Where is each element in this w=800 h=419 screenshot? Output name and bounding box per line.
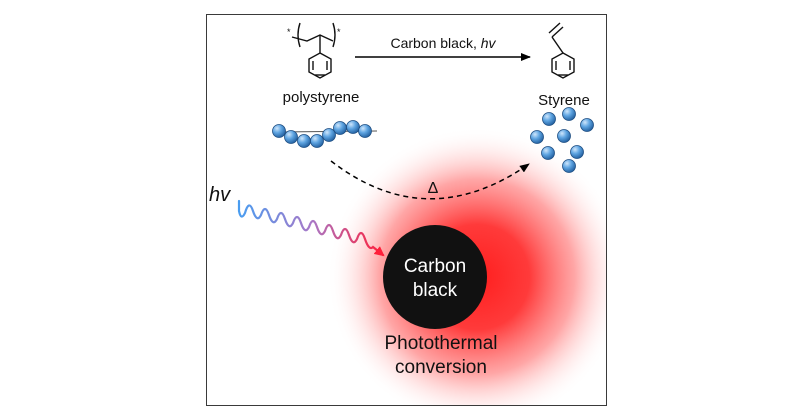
heat-symbol: Δ [428,180,439,197]
chain-bead [297,134,311,148]
monomer-bead [580,118,594,132]
monomer-bead [541,146,555,160]
carbon-black-label-line1: Carbon [404,256,466,277]
monomer-beads [530,107,594,173]
reaction-conditions: Carbon black, hv [390,35,496,51]
monomer-bead [557,129,571,143]
chain-bead [284,130,298,144]
chain-bead [358,124,372,138]
carbon-black-particle [383,225,487,329]
styrene-label: Styrene [538,92,590,109]
heat-arrow [330,160,530,200]
photothermal-label-line1: Photothermal [384,333,497,354]
chain-bead [333,121,347,135]
svg-text:*: * [287,27,291,37]
chain-bead [272,124,286,138]
polystyrene-label: polystyrene [283,89,360,106]
chain-bead [310,134,324,148]
chain-bead [322,128,336,142]
monomer-bead [570,145,584,159]
diagram-canvas: * * polystyrene Carbon black, hv [209,22,606,405]
light-wave [237,199,385,257]
styrene-structure [548,22,575,79]
light-label: hv [209,184,231,206]
photothermal-label-line2: conversion [395,357,487,378]
monomer-bead [562,159,576,173]
monomer-bead [542,112,556,126]
diagram-frame: * * polystyrene Carbon black, hv [206,14,607,406]
polystyrene-structure: * * [287,22,341,79]
monomer-bead [530,130,544,144]
monomer-bead [562,107,576,121]
polymer-chain [272,120,378,148]
chain-bead [346,120,360,134]
svg-text:*: * [337,27,341,37]
carbon-black-label-line2: black [413,280,458,301]
